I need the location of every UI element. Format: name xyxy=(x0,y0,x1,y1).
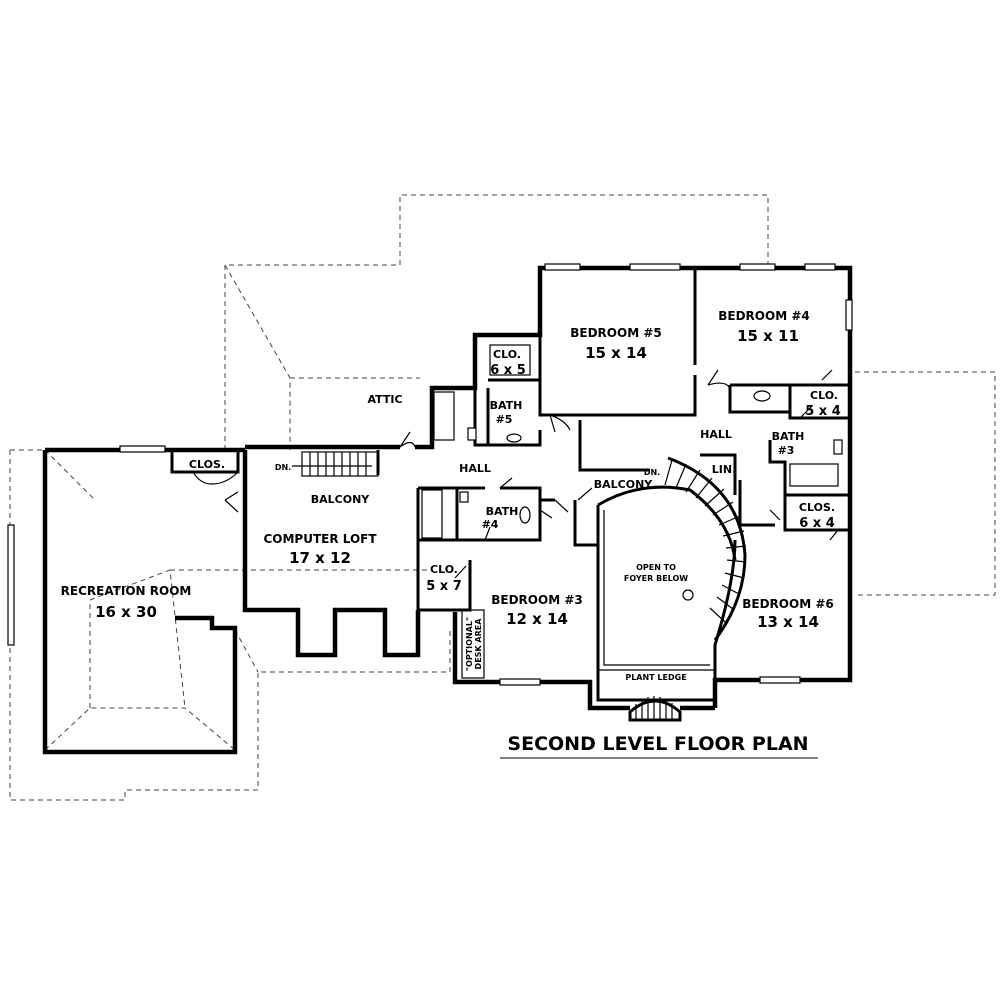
bath3-num: #3 xyxy=(778,444,795,457)
balcony-left-label: BALCONY xyxy=(311,493,371,506)
straight-staircase xyxy=(292,451,379,477)
recreation-room-name: RECREATION ROOM xyxy=(61,584,192,598)
bedroom6-size: 13 x 14 xyxy=(757,613,819,631)
clo-b3-name: CLO. xyxy=(430,563,458,576)
door-swings xyxy=(192,369,839,579)
exterior-walls xyxy=(42,265,853,755)
front-bay xyxy=(628,696,682,722)
bedroom4-size: 15 x 11 xyxy=(737,327,799,345)
roof-outline xyxy=(9,194,996,801)
linen-label: LIN. xyxy=(712,463,737,476)
computer-loft-name: COMPUTER LOFT xyxy=(263,532,377,546)
bath4-name: BATH xyxy=(486,505,519,518)
bath5-num: #5 xyxy=(496,413,513,426)
curved-staircase xyxy=(597,456,747,641)
plant-ledge-label: PLANT LEDGE xyxy=(625,673,686,682)
open-foyer-line2: FOYER BELOW xyxy=(624,574,688,583)
bath4-num: #4 xyxy=(482,518,499,531)
bedroom4-name: BEDROOM #4 xyxy=(718,309,809,323)
plan-title: SECOND LEVEL FLOOR PLAN xyxy=(507,733,808,755)
desk-note-line2: DESK AREA xyxy=(474,618,483,670)
bath3-name: BATH xyxy=(772,430,805,443)
fixtures xyxy=(421,344,843,539)
clos-b6-size: 6 x 4 xyxy=(799,516,835,531)
desk-area-note: "OPTIONAL" DESK AREA xyxy=(461,609,485,679)
room-labels: RECREATION ROOM 16 x 30 COMPUTER LOFT 17… xyxy=(61,309,841,682)
clo-b4-size: 5 x 4 xyxy=(805,404,841,419)
clo-b3-size: 5 x 7 xyxy=(426,579,462,594)
bath5-name: BATH xyxy=(490,399,523,412)
bedroom5-size: 15 x 14 xyxy=(585,344,647,362)
recreation-room-size: 16 x 30 xyxy=(95,603,157,621)
clo-b5-size: 6 x 5 xyxy=(490,363,526,378)
windows xyxy=(7,263,853,686)
computer-loft-size: 17 x 12 xyxy=(289,549,351,567)
bedroom6-name: BEDROOM #6 xyxy=(742,597,833,611)
bedroom5-name: BEDROOM #5 xyxy=(570,326,661,340)
desk-note-line1: "OPTIONAL" xyxy=(465,617,474,671)
hall-right-label: HALL xyxy=(700,428,732,441)
down-left-label: DN. xyxy=(275,463,291,472)
clo-b5-name: CLO. xyxy=(493,348,521,361)
open-foyer-line1: OPEN TO xyxy=(636,563,676,572)
bedroom3-name: BEDROOM #3 xyxy=(491,593,582,607)
clos-rec-name: CLOS. xyxy=(189,458,225,471)
down-right-label: DN. xyxy=(644,468,660,477)
bedroom3-size: 12 x 14 xyxy=(506,610,568,628)
clos-b6-name: CLOS. xyxy=(799,501,835,514)
attic-label: ATTIC xyxy=(367,393,402,406)
balcony-right-label: BALCONY xyxy=(594,478,654,491)
hall-left-label: HALL xyxy=(459,462,491,475)
clo-b4-name: CLO. xyxy=(810,389,838,402)
